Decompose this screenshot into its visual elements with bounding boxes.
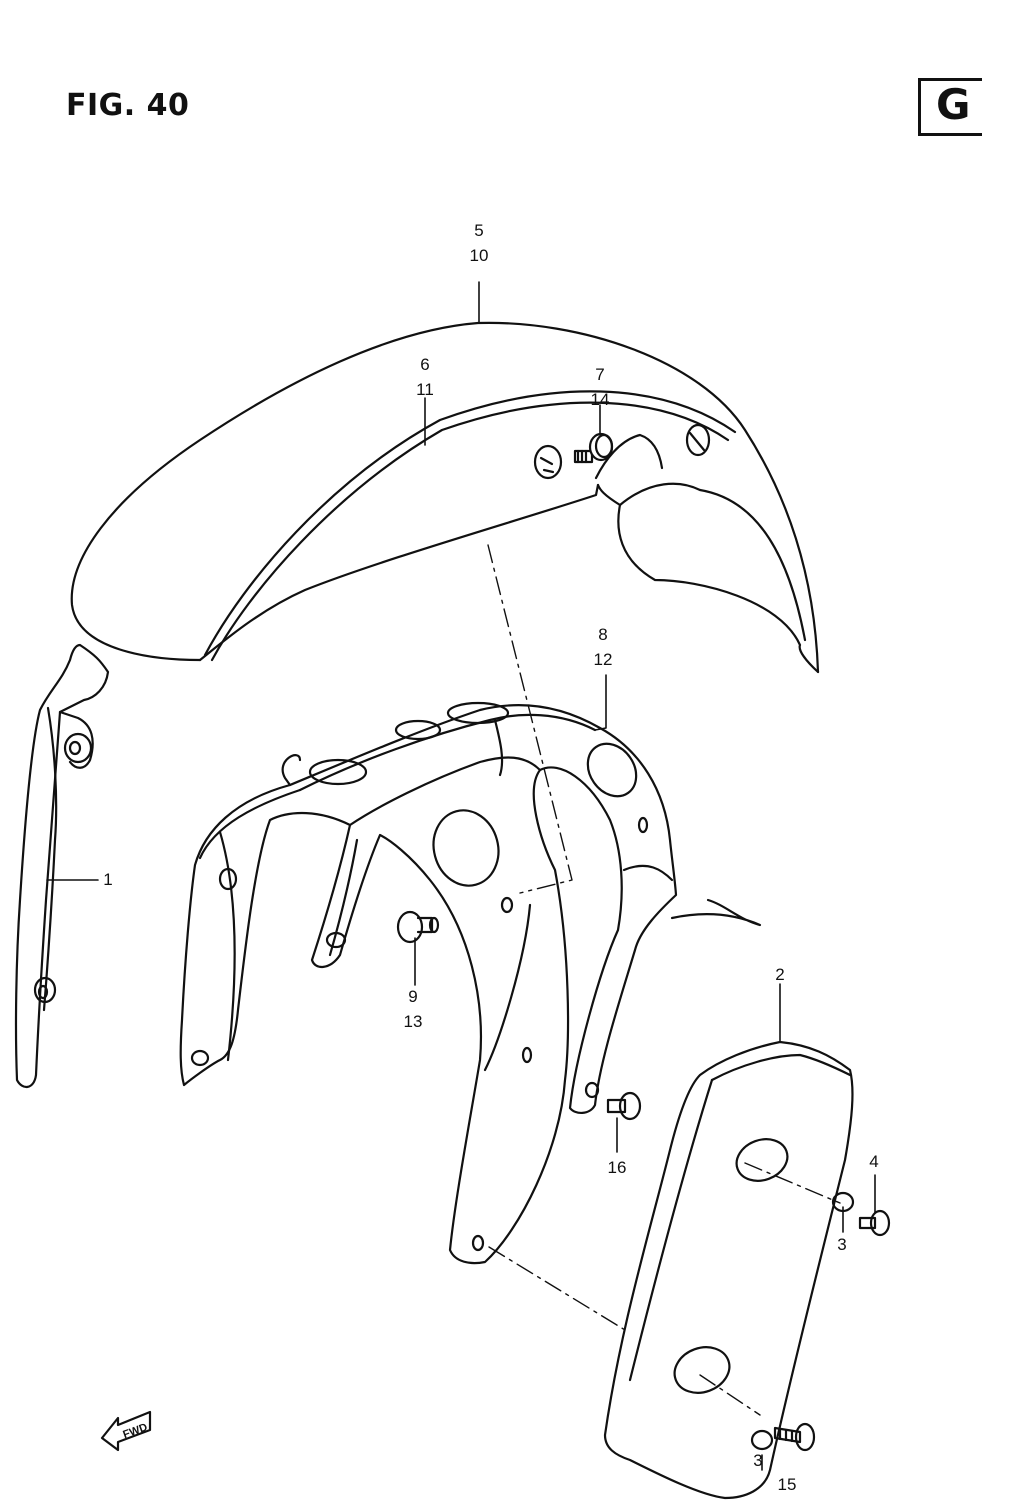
screw-15 [773,1422,816,1452]
figure-title: FIG. 40 [66,88,190,123]
section-box [918,78,982,136]
nut-9-13 [396,910,440,944]
front-fender [70,321,820,674]
callout-4: 4 [869,1152,879,1171]
callout-3-lower: 3 [753,1451,763,1470]
section-letter: G [936,80,971,129]
callout-1: 1 [103,870,113,889]
callout-2: 2 [775,965,785,984]
collar-3-top [831,1191,855,1213]
fender-brace [179,701,762,1265]
callout-3-upper: 3 [837,1235,847,1254]
bolt-4 [858,1209,891,1237]
callout-15: 15 [777,1475,797,1494]
left-side-cover [14,643,110,1088]
screw-16 [606,1091,642,1121]
callout-16: 16 [607,1158,627,1177]
fwd-arrow: FWD [100,1410,152,1452]
collar-3-bottom [750,1429,774,1451]
right-side-cover [603,1040,854,1500]
